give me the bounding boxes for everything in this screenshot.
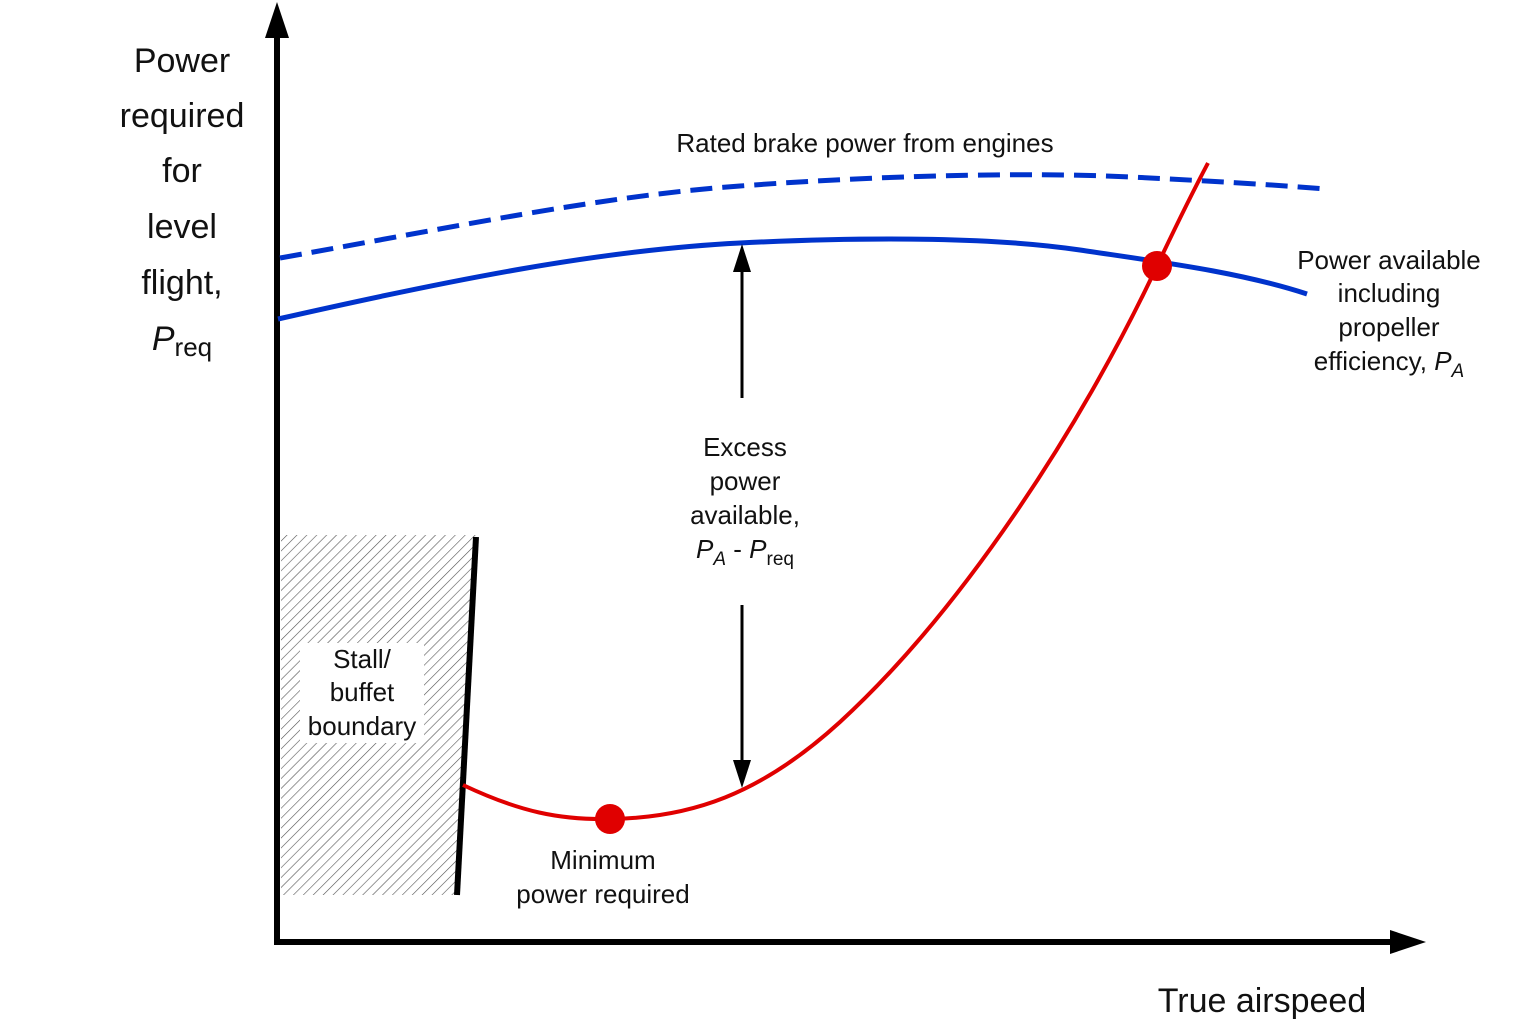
stall-label-line: buffet — [330, 677, 395, 707]
min-power-label-line: Minimum — [550, 845, 655, 875]
y-label-line: Power — [134, 42, 230, 80]
stall-label-line: boundary — [308, 711, 416, 741]
x-axis-arrowhead — [1390, 930, 1426, 954]
stall-label-background — [300, 643, 424, 743]
rated-brake-power-curve — [279, 172, 1326, 261]
minimum-power-point — [595, 804, 625, 834]
y-label-line: level — [147, 208, 217, 246]
power-available-label-line: efficiency, PA — [1314, 346, 1464, 382]
excess-power-label-line: available, — [690, 500, 800, 530]
excess-power-label-line: Excess — [703, 432, 787, 462]
y-axis-label: Power required for level flight, Preq — [120, 42, 245, 362]
max-speed-intersection-point — [1142, 251, 1172, 281]
stall-label: Stall/ buffet boundary — [308, 644, 416, 741]
power-available-label-line: including — [1338, 278, 1441, 308]
excess-power-formula: PA - Preq — [696, 534, 794, 570]
stall-boundary-line — [454, 536, 479, 896]
y-axis-arrowhead — [265, 2, 289, 38]
y-label-line: required — [120, 97, 245, 135]
min-power-label-line: power required — [516, 879, 689, 909]
power-available-label-line: Power available — [1297, 245, 1481, 275]
power-available-curve — [277, 236, 1308, 322]
excess-power-label-line: power — [710, 466, 781, 496]
rated-brake-power-label: Rated brake power from engines — [676, 128, 1053, 158]
y-label-line: flight, — [141, 264, 222, 302]
excess-power-arrowhead-up — [733, 244, 751, 272]
y-label-line: for — [162, 152, 202, 190]
excess-power-label: Excess power available, PA - Preq — [690, 432, 800, 570]
x-axis-label: True airspeed — [1158, 982, 1367, 1020]
excess-power-arrowhead-down — [733, 760, 751, 788]
stall-label-line: Stall/ — [333, 644, 392, 674]
y-label-symbol: Preq — [152, 320, 212, 362]
power-available-label: Power available including propeller effi… — [1297, 245, 1481, 382]
minimum-power-label: Minimum power required — [516, 845, 689, 909]
power-available-label-line: propeller — [1338, 312, 1440, 342]
